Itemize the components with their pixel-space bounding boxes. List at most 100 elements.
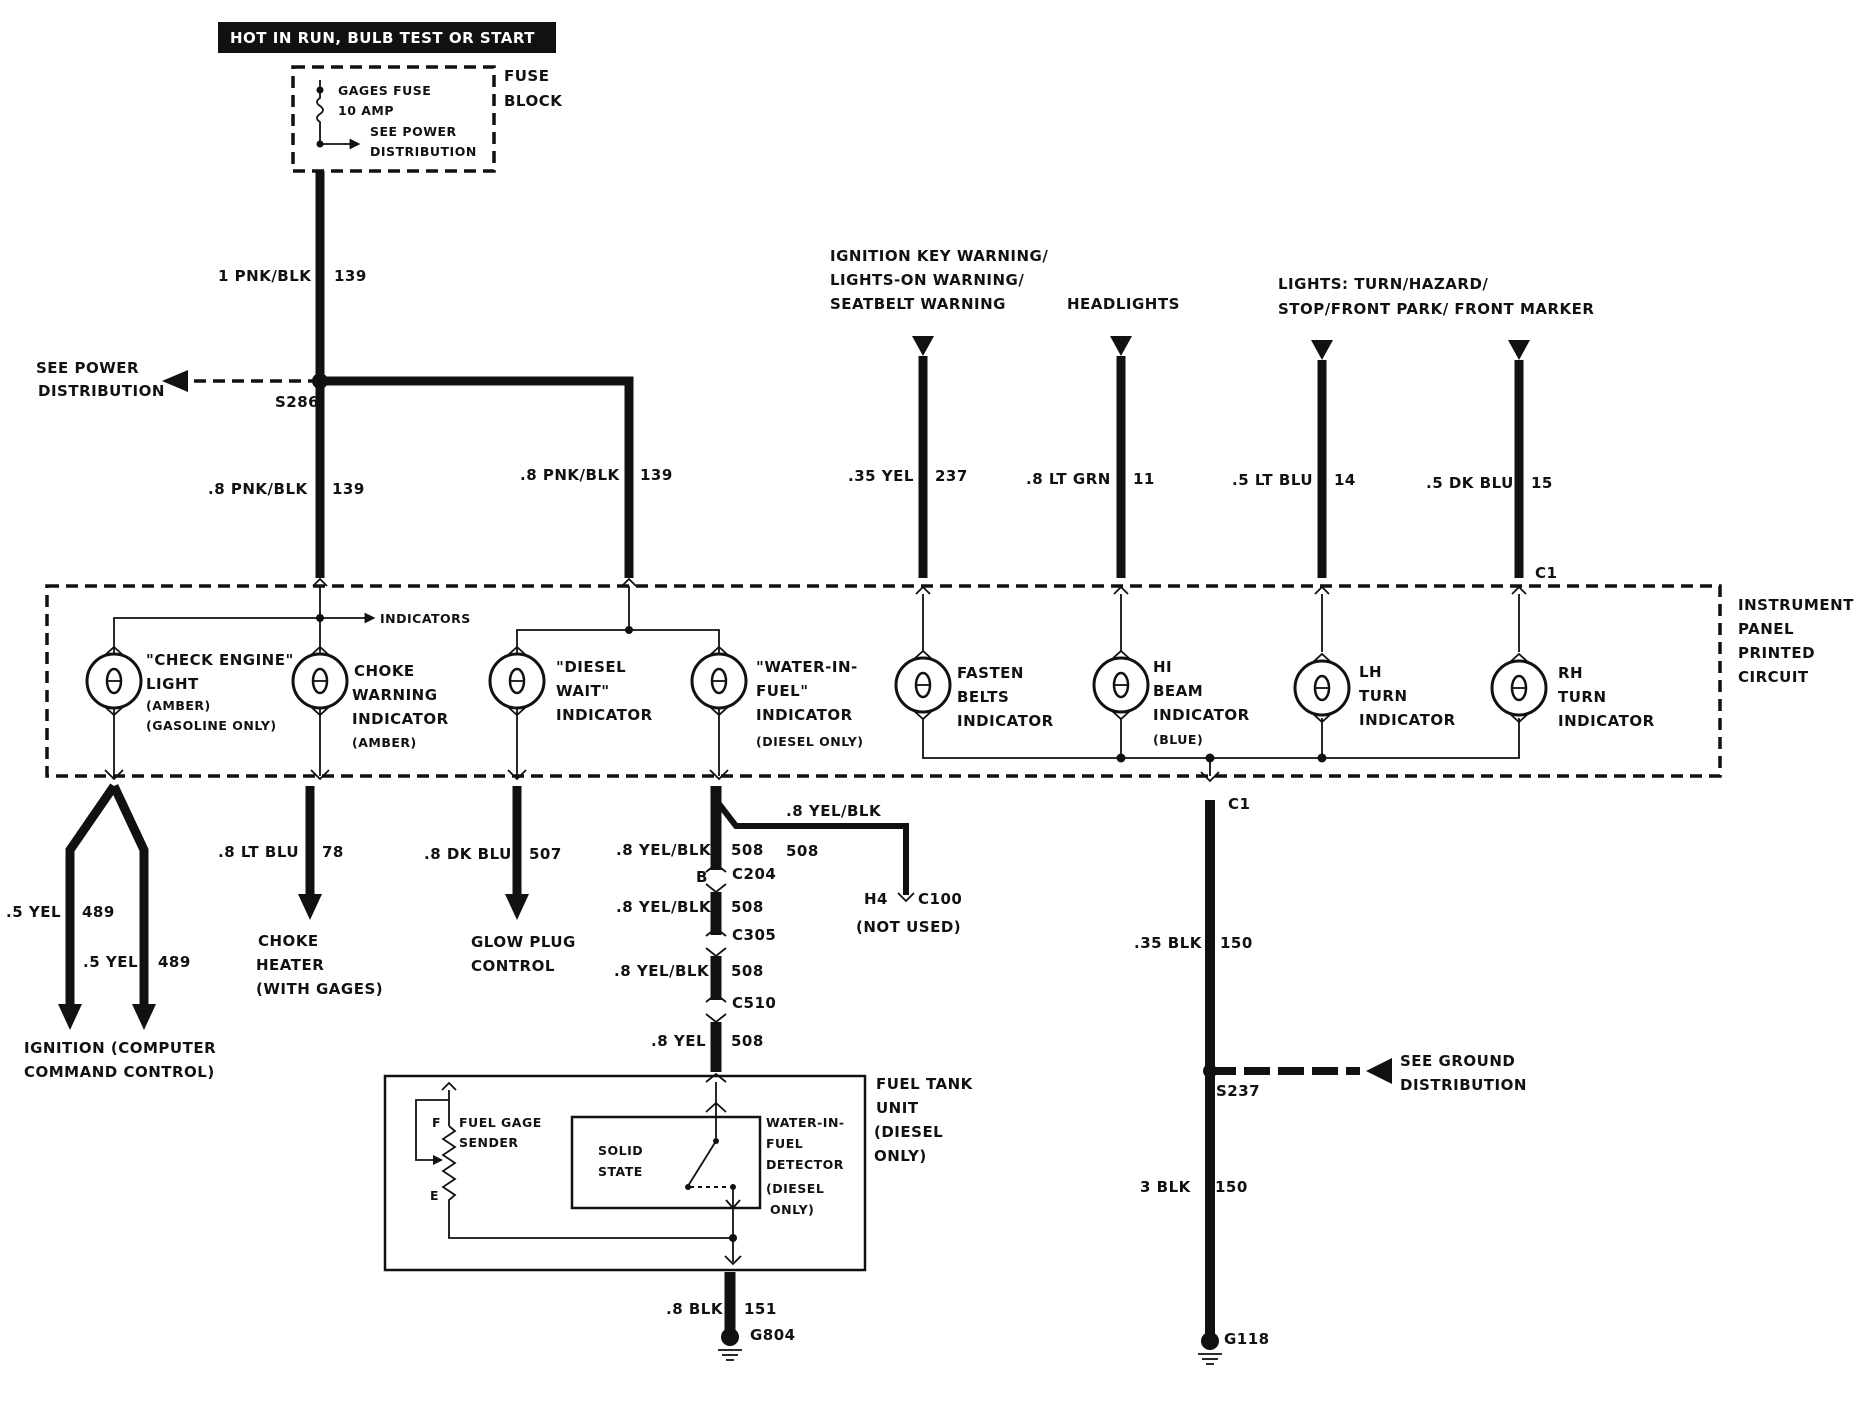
choke-heater-arrow-icon (298, 894, 322, 920)
hi-beam-label-1: HI (1153, 658, 1172, 676)
solid-state-label-2: STATE (598, 1164, 643, 1179)
w489a-size: .5 YEL (6, 903, 61, 921)
ground-g804-icon (721, 1328, 739, 1346)
fuse-name: GAGES FUSE (338, 83, 431, 98)
ip-label-1: INSTRUMENT (1738, 596, 1854, 614)
c305-label: C305 (732, 926, 776, 944)
w78-size: .8 LT BLU (218, 843, 299, 861)
diesel-label-1: "DIESEL (556, 658, 626, 676)
w15-num: 15 (1531, 474, 1553, 492)
fuse-icon (316, 80, 324, 142)
detector-label-1: WATER-IN- (766, 1115, 845, 1130)
bulb-fasten-belts-icon (894, 649, 952, 721)
indicators-label: INDICATORS (380, 611, 471, 626)
w237-num: 237 (935, 467, 968, 485)
w151-num: 151 (744, 1300, 777, 1318)
src-arrow-11-icon (1110, 336, 1132, 356)
fuse-see-power-2: DISTRIBUTION (370, 144, 477, 159)
src-arrow-14-icon (1311, 340, 1333, 360)
src-ignition-key-2: LIGHTS-ON WARNING/ (830, 271, 1024, 289)
w237-size: .35 YEL (848, 467, 914, 485)
choke-label-3: INDICATOR (352, 710, 449, 728)
diesel-label-2: WAIT" (556, 682, 610, 700)
circuit-78: .8 LT BLU 78 CHOKE HEATER (WITH GAGES) (218, 786, 383, 998)
ground-g118-label: G118 (1224, 1330, 1270, 1348)
src-ignition-key-1: IGNITION KEY WARNING/ (830, 247, 1048, 265)
fuel-tank-title-3: (DIESEL (874, 1123, 943, 1141)
hi-beam-label-3: INDICATOR (1153, 706, 1250, 724)
detector-label-2: FUEL (766, 1136, 803, 1151)
lh-turn-label-2: TURN (1359, 687, 1408, 705)
w508-mid-size: .8 YEL/BLK (616, 898, 712, 916)
lh-turn-label-1: LH (1359, 663, 1382, 681)
w150-top-size: .35 BLK (1134, 934, 1203, 952)
w508-branch-size: .8 YEL/BLK (786, 802, 882, 820)
instrument-panel: C1 INSTRUMENT PANEL PRINTED CIRCUIT (45, 564, 1854, 813)
circuit-489: .5 YEL 489 .5 YEL 489 IGNITION (COMPUTER… (6, 783, 216, 1081)
w11-num: 11 (1133, 470, 1155, 488)
choke-heater-label-1: CHOKE (258, 932, 319, 950)
sender-label-2: SENDER (459, 1135, 519, 1150)
c1-bottom-label: C1 (1228, 795, 1250, 813)
top-sources: IGNITION KEY WARNING/ LIGHTS-ON WARNING/… (830, 247, 1594, 578)
splice-s286 (312, 373, 328, 389)
fuel-tank-title-4: ONLY) (874, 1147, 927, 1165)
w489b-size: .5 YEL (83, 953, 138, 971)
bulb-check-engine-icon (85, 645, 143, 776)
w150-bot-num: 150 (1215, 1178, 1248, 1196)
ip-label-2: PANEL (1738, 620, 1794, 638)
detector-switch-icon (685, 1120, 741, 1210)
ground-g118-icon (1201, 1332, 1219, 1350)
h4-label: H4 (864, 890, 888, 908)
w139-right-num: 139 (640, 466, 673, 484)
w507-size: .8 DK BLU (424, 845, 512, 863)
power-dist-label-1: SEE POWER (36, 359, 139, 377)
see-ground-label-1: SEE GROUND (1400, 1052, 1515, 1070)
see-ground-label-2: DISTRIBUTION (1400, 1076, 1527, 1094)
w139-left-size: .8 PNK/BLK (208, 480, 308, 498)
sender-label-1: FUEL GAGE (459, 1115, 542, 1130)
fuse-block-label-2: BLOCK (504, 92, 563, 110)
w508-top-num: 508 (731, 841, 764, 859)
fasten-label-3: INDICATOR (957, 712, 1054, 730)
src-lights-1: LIGHTS: TURN/HAZARD/ (1278, 275, 1488, 293)
fuel-tank-title-1: FUEL TANK (876, 1075, 974, 1093)
c510-label: C510 (732, 994, 776, 1012)
circuit-151: .8 BLK 151 G804 (666, 1272, 795, 1361)
glow-plug-label-2: CONTROL (471, 957, 555, 975)
w508-mid-num: 508 (731, 898, 764, 916)
ignition-arrow-2-icon (132, 1004, 156, 1030)
fuse-rating: 10 AMP (338, 103, 394, 118)
w508-top-size: .8 YEL/BLK (616, 841, 712, 859)
sender-f-label: F (432, 1115, 441, 1130)
w14-num: 14 (1334, 471, 1356, 489)
water-label-3: INDICATOR (756, 706, 853, 724)
w139-left-num: 139 (332, 480, 365, 498)
c204-label: C204 (732, 865, 776, 883)
header-label: HOT IN RUN, BULB TEST OR START (230, 29, 535, 47)
splice-s237-label: S237 (1216, 1082, 1260, 1100)
lh-turn-label-3: INDICATOR (1359, 711, 1456, 729)
w507-num: 507 (529, 845, 562, 863)
w139-top-num: 139 (334, 267, 367, 285)
w508-low-num: 508 (731, 962, 764, 980)
w150-top-num: 150 (1220, 934, 1253, 952)
circuit-507: .8 DK BLU 507 GLOW PLUG CONTROL (424, 786, 575, 975)
fuse-see-power-1: SEE POWER (370, 124, 457, 139)
check-engine-label-3: (AMBER) (146, 698, 211, 713)
water-label-4: (DIESEL ONLY) (756, 734, 864, 749)
src-ignition-key-3: SEATBELT WARNING (830, 295, 1006, 313)
glow-plug-arrow-icon (505, 894, 529, 920)
rh-turn-label-2: TURN (1558, 688, 1607, 706)
power-dist-label-2: DISTRIBUTION (38, 382, 165, 400)
src-arrow-15-icon (1508, 340, 1530, 360)
circuit-139: 1 PNK/BLK 139 SEE POWER DISTRIBUTION S28… (36, 171, 673, 578)
w11-size: .8 LT GRN (1026, 470, 1111, 488)
fuel-tank-unit: FUEL TANK UNIT (DIESEL ONLY) F E FUEL GA… (383, 1074, 974, 1272)
ignition-label-1: IGNITION (COMPUTER (24, 1039, 216, 1057)
choke-label-2: WARNING (352, 686, 438, 704)
ip-label-3: PRINTED (1738, 644, 1815, 662)
bulb-rh-turn-icon (1490, 652, 1548, 724)
water-label-1: "WATER-IN- (756, 658, 858, 676)
